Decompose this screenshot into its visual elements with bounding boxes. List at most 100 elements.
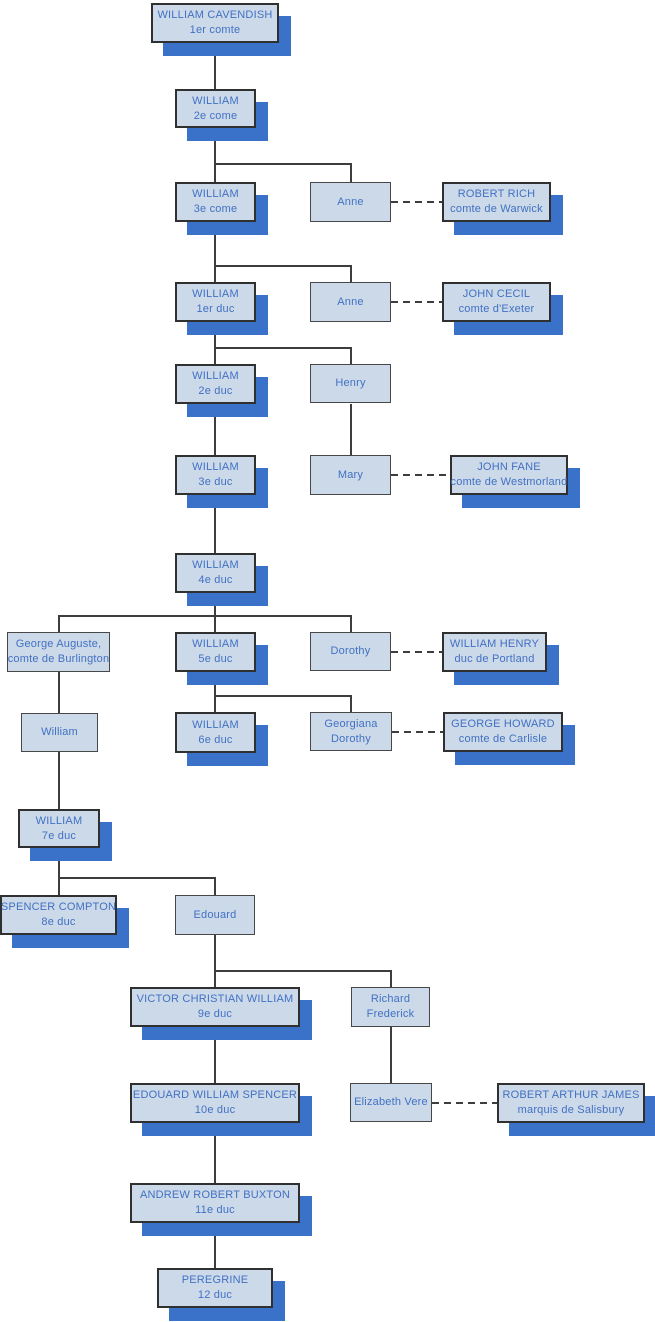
connector-line: [214, 347, 351, 349]
person-title: 5e duc: [198, 653, 233, 665]
node-william-3e-comte: WILLIAM 3e come: [175, 182, 256, 222]
node-spencer-compton-8e-duc: SPENCER COMPTON 8e duc: [0, 895, 117, 935]
connector-line: [214, 593, 216, 632]
person-name: JOHN CECIL: [462, 288, 531, 300]
person-title: 3e come: [193, 203, 238, 215]
connector-line: [390, 1027, 392, 1083]
person-title: 1er comte: [189, 24, 241, 36]
person-name: Richard: [370, 993, 411, 1005]
person-name: Henry: [335, 377, 366, 389]
connector-line: [214, 43, 216, 89]
person-name: WILLIAM: [192, 288, 239, 300]
connector-line: [214, 1223, 216, 1268]
person-title: 1er duc: [196, 303, 235, 315]
person-name: EDOUARD WILLIAM SPENCER: [132, 1089, 298, 1101]
connector-line: [214, 322, 216, 364]
person-title: 9e duc: [197, 1008, 233, 1020]
node-elizabeth-vere: Elizabeth Vere: [350, 1083, 432, 1122]
person-name: WILLIAM: [192, 559, 239, 571]
node-william-1er-duc: WILLIAM 1er duc: [175, 282, 256, 322]
node-william-5e-duc: WILLIAM 5e duc: [175, 632, 256, 672]
connector-line: [214, 222, 216, 282]
connector-line: [350, 265, 352, 282]
connector-line: [350, 163, 352, 182]
connector-line: [214, 672, 216, 712]
node-william-7e-duc: WILLIAM 7e duc: [18, 809, 100, 848]
node-william-burlington: William: [21, 713, 98, 752]
connector-line: [390, 970, 392, 987]
person-name-line2: Frederick: [366, 1008, 415, 1020]
connector-line: [58, 877, 215, 879]
connector-line: [58, 615, 60, 632]
connector-line: [214, 970, 391, 972]
person-name: Mary: [337, 468, 364, 481]
connector-line: [58, 615, 351, 617]
person-title: 6e duc: [198, 733, 233, 746]
node-mary: Mary: [310, 455, 391, 495]
node-georgiana-dorothy: Georgiana Dorothy: [310, 712, 392, 751]
node-john-fane: JOHN FANE comte de Westmorland: [450, 455, 568, 495]
person-name: GEORGE HOWARD: [451, 718, 555, 730]
person-title: 11e duc: [195, 1204, 235, 1216]
node-andrew-robert-buxton-11e-duc: ANDREW ROBERT BUXTON 11e duc: [130, 1183, 300, 1223]
node-victor-christian-william-9e-duc: VICTOR CHRISTIAN WILLIAM 9e duc: [130, 987, 300, 1027]
connector-line: [214, 265, 351, 267]
marriage-connector-line: [391, 651, 442, 653]
node-william-2e-comte: WILLIAM 2e come: [175, 89, 256, 128]
person-name: William: [41, 726, 78, 738]
marriage-connector-line: [391, 474, 450, 476]
person-title: duc de Portland: [454, 653, 535, 665]
person-title: comte de Westmorland: [450, 476, 568, 488]
node-robert-rich: ROBERT RICH comte de Warwick: [442, 182, 551, 222]
person-title: 3e duc: [198, 476, 233, 488]
connector-line: [58, 672, 60, 713]
person-name-line2: Dorothy: [331, 732, 371, 745]
person-name: WILLIAM CAVENDISH: [157, 9, 273, 21]
person-title: 4e duc: [198, 574, 233, 586]
connector-line: [214, 163, 351, 165]
connector-line: [214, 1123, 216, 1183]
person-title: comte d'Exeter: [458, 303, 535, 315]
node-william-4e-duc: WILLIAM 4e duc: [175, 553, 256, 593]
node-robert-arthur-james-salisbury: ROBERT ARTHUR JAMES marquis de Salisbury: [497, 1083, 645, 1123]
person-name: ROBERT RICH: [457, 188, 536, 200]
connector-line: [58, 752, 60, 809]
person-title: comte de Burlington: [7, 653, 110, 665]
person-name: ROBERT ARTHUR JAMES: [502, 1089, 640, 1101]
person-name: SPENCER COMPTON: [0, 901, 117, 913]
connector-line: [214, 877, 216, 895]
node-dorothy: Dorothy: [310, 632, 391, 671]
marriage-connector-line: [392, 731, 443, 733]
person-title: 2e come: [193, 109, 238, 122]
connector-line: [214, 935, 216, 987]
node-peregrine-12-duc: PEREGRINE 12 duc: [157, 1268, 273, 1308]
marriage-connector-line: [391, 301, 442, 303]
connector-line: [214, 495, 216, 553]
person-name: Dorothy: [330, 645, 371, 657]
marriage-connector-line: [391, 201, 442, 203]
person-name: WILLIAM HENRY: [449, 638, 540, 650]
person-title: 8e duc: [41, 916, 76, 928]
node-george-howard-carlisle: GEORGE HOWARD comte de Carlisle: [443, 712, 563, 752]
person-name: WILLIAM: [192, 718, 239, 731]
node-william-cavendish-1er-comte: WILLIAM CAVENDISH 1er comte: [151, 3, 279, 43]
node-george-auguste-burlington: George Auguste, comte de Burlington: [7, 632, 110, 672]
connector-line: [350, 695, 352, 712]
node-william-3e-duc: WILLIAM 3e duc: [175, 455, 256, 495]
node-richard-frederick: Richard Frederick: [351, 987, 430, 1027]
connector-line: [350, 615, 352, 632]
node-anne-exeter: Anne: [310, 282, 391, 322]
person-name: VICTOR CHRISTIAN WILLIAM: [136, 993, 294, 1005]
person-name: WILLIAM: [35, 814, 83, 827]
node-edouard-william-spencer-10e-duc: EDOUARD WILLIAM SPENCER 10e duc: [130, 1083, 300, 1123]
node-william-6e-duc: WILLIAM 6e duc: [175, 712, 256, 753]
person-title: 10e duc: [194, 1104, 236, 1116]
person-name: ANDREW ROBERT BUXTON: [139, 1189, 291, 1201]
person-name: George Auguste,: [15, 638, 102, 650]
person-name: PEREGRINE: [181, 1274, 249, 1286]
person-title: 2e duc: [198, 385, 233, 397]
node-edouard: Edouard: [175, 895, 255, 935]
person-name: JOHN FANE: [477, 461, 541, 473]
connector-line: [214, 128, 216, 182]
